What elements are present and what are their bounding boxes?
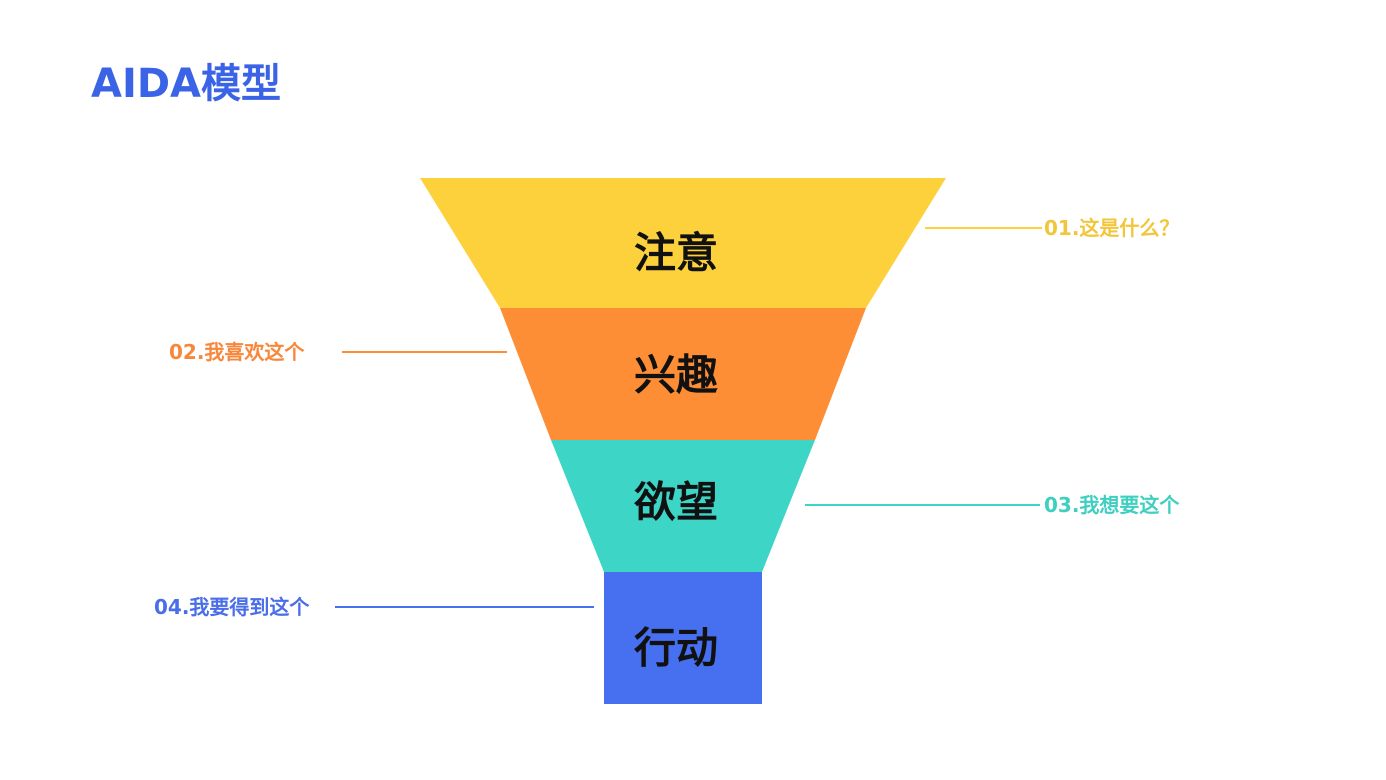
stage-label-attention: 注意	[634, 229, 718, 278]
funnel-stage-interest	[500, 308, 866, 440]
page-title: AIDA模型	[91, 61, 281, 107]
funnel-stage-attention	[420, 178, 946, 308]
funnel-stage-desire	[551, 440, 815, 572]
callout-desire: 03.我想要这个	[1044, 493, 1180, 517]
callout-interest: 02.我喜欢这个	[169, 340, 305, 364]
stage-label-desire: 欲望	[633, 478, 718, 527]
callout-attention: 01.这是什么？	[1044, 216, 1180, 240]
stage-label-interest: 兴趣	[634, 351, 718, 400]
stage-label-action: 行动	[634, 624, 718, 673]
funnel-stage-action	[604, 572, 762, 704]
callout-action: 04.我要得到这个	[154, 595, 310, 619]
